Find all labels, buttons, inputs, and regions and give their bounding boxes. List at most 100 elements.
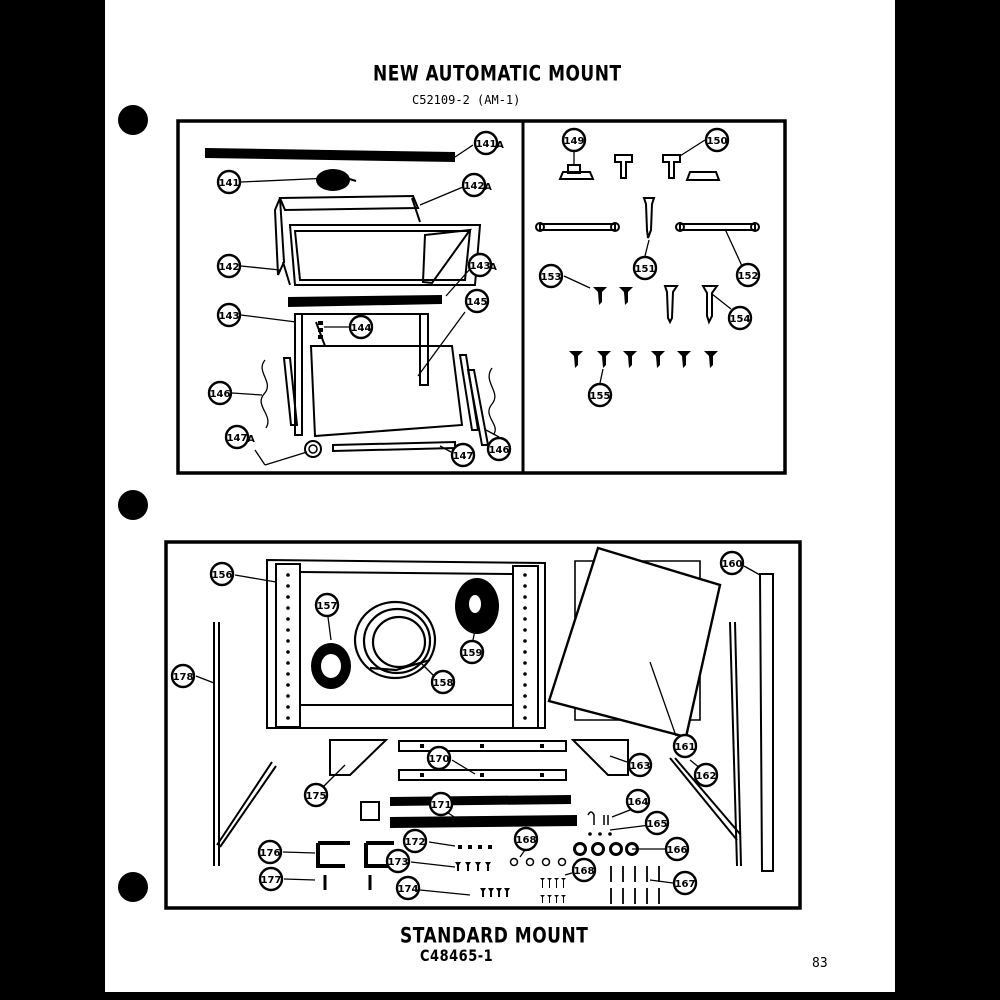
callout-number: 147	[453, 451, 474, 462]
callout-number: 175	[306, 791, 327, 802]
binder-hole	[118, 490, 148, 520]
callout-number: 158	[433, 678, 454, 689]
callout-number: 160	[722, 559, 743, 570]
callout-number: 141	[219, 178, 240, 189]
small-hardware-parts	[420, 744, 660, 904]
panel-hole	[523, 628, 527, 632]
cord-part-right	[488, 367, 496, 435]
panel-hole	[523, 617, 527, 621]
panel-hole	[523, 573, 527, 577]
callout-number: 144	[351, 323, 372, 334]
callout-141: 141	[216, 169, 242, 195]
strip-hole	[480, 773, 484, 777]
weather-strip-part	[390, 795, 571, 806]
callout-154: 154	[727, 305, 753, 331]
strip-hole	[540, 744, 544, 748]
small-screw	[547, 895, 552, 903]
callout-161: 161	[672, 733, 698, 759]
callout-number: 154	[730, 314, 751, 325]
small-screw	[465, 862, 471, 871]
large-washer	[573, 842, 587, 856]
callout-number: 146	[489, 445, 510, 456]
side-rail-assembly-part	[294, 313, 464, 438]
pin-pair-part	[603, 815, 609, 825]
page-number: 83	[812, 956, 828, 971]
callout-156: 156	[209, 561, 235, 587]
callout-143: 143	[216, 302, 242, 328]
panel-hole	[523, 683, 527, 687]
panel-hole	[286, 694, 290, 698]
callout-147: 147	[450, 442, 476, 468]
callout-171: 171	[428, 791, 454, 817]
callout-163: 163	[627, 752, 653, 778]
callout-number: 146	[210, 389, 231, 400]
callout-number: 141	[476, 139, 497, 150]
callout-number: 145	[467, 297, 488, 308]
binder-hole	[118, 872, 148, 902]
panel-hole	[523, 705, 527, 709]
callout-177: 177	[258, 866, 284, 892]
callout-number: 156	[212, 570, 233, 581]
washer	[509, 857, 519, 867]
panel-hole	[286, 573, 290, 577]
callout-168-upper: 168	[513, 826, 539, 852]
panel-hole	[523, 584, 527, 588]
small-screw	[561, 895, 566, 903]
gasket-strip-part	[205, 148, 455, 162]
callout-suffix: A	[489, 262, 497, 273]
panel-hole	[523, 606, 527, 610]
callout-number: 147	[227, 433, 248, 444]
left-bracket-part	[213, 622, 277, 866]
upper-frame-part	[273, 194, 482, 286]
callout-number: 142	[464, 181, 485, 192]
callout-151: 151	[632, 255, 658, 281]
callout-number: 142	[219, 262, 240, 273]
window-panel-part	[266, 558, 546, 729]
callout-number: 143	[470, 261, 491, 272]
callout-178: 178	[170, 663, 196, 689]
callout-number: 165	[647, 819, 668, 830]
spring-coil-part	[304, 440, 322, 458]
panel-hole	[286, 705, 290, 709]
panel-hole	[286, 628, 290, 632]
panel-hole	[286, 617, 290, 621]
callout-number: 161	[675, 742, 696, 753]
panel-hole	[286, 716, 290, 720]
small-nut	[468, 845, 472, 849]
callout-150: 150	[704, 127, 730, 153]
callout-number: 167	[675, 879, 696, 890]
callout-167: 167	[672, 870, 698, 896]
callout-145: 145	[464, 288, 490, 314]
callout-152: 152	[735, 262, 761, 288]
bottom-strip-part	[332, 440, 456, 453]
callout-number: 173	[388, 857, 409, 868]
callout-170: 170	[426, 745, 452, 771]
callout-149: 149	[561, 127, 587, 153]
callout-number: 168	[574, 866, 595, 877]
seal-strip-part	[288, 295, 442, 307]
corner-plate-part	[570, 739, 629, 776]
callout-146-right: 146	[486, 436, 512, 462]
strip-hole	[420, 744, 424, 748]
side-channel-part	[282, 357, 299, 426]
callout-number: 177	[261, 875, 282, 886]
foam-roll-part	[316, 169, 350, 191]
callout-number: 157	[317, 601, 338, 612]
mounting-strip-part	[398, 740, 567, 752]
leader-lines-top	[231, 139, 743, 466]
callout-155: 155	[587, 382, 613, 408]
panel-hole	[286, 606, 290, 610]
small-rivet	[598, 832, 602, 836]
callout-suffix: A	[484, 182, 492, 193]
callout-number: 171	[431, 800, 452, 811]
callout-153: 153	[538, 263, 564, 289]
callout-158: 158	[430, 669, 456, 695]
callout-144: 144	[348, 314, 374, 340]
callout-number: 151	[635, 264, 656, 275]
callout-157: 157	[314, 592, 340, 618]
hardware-parts-group	[535, 154, 760, 325]
strip-hole	[480, 744, 484, 748]
